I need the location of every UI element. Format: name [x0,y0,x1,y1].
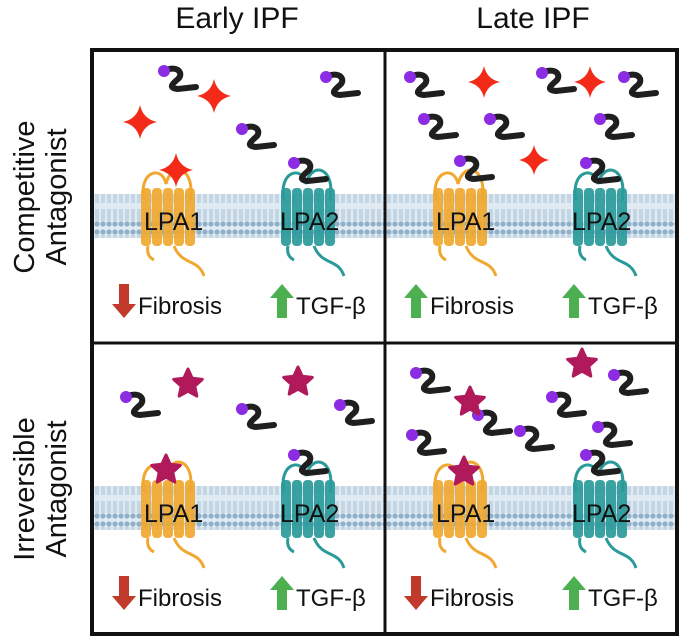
arrow-up-icon [270,284,294,318]
lpa1-receptor [141,168,206,277]
competitive-antagonist-icon [159,153,193,187]
lpa-ligand-icon [580,449,621,477]
competitive-antagonist-icon [197,79,231,113]
lpa2-label: LPA2 [572,208,631,236]
lpa1-label: LPA1 [436,500,495,528]
competitive-antagonist-icon [468,66,500,98]
lpa-ligand-icon [236,403,277,431]
cell-membrane [386,194,676,238]
lpa-ligand-icon [404,71,445,99]
lpa-ligand-icon [334,399,375,427]
tgf-beta-label: TGF-β [296,585,366,612]
irreversible-antagonist-icon [448,455,480,486]
arrow-up-icon [270,576,294,610]
lpa-ligand-icon [158,65,199,93]
lpa-ligand-icon [608,369,649,397]
lpa2-receptor [281,460,346,569]
arrow-up-icon [562,284,586,318]
lpa-ligand-icon [406,429,447,457]
competitive-antagonist-icon [574,66,606,98]
lpa-ligand-icon [592,421,633,449]
lpa2-receptor [573,460,638,569]
arrow-down-icon [404,576,428,610]
lpa-ligand-icon [410,367,451,395]
irreversible-antagonist-icon [172,367,204,398]
lpa-ligand-icon [580,157,621,185]
lpa-ligand-icon [594,113,635,141]
column-header-late: Late IPF [476,2,590,35]
lpa1-receptor [433,460,498,569]
lpa1-receptor [141,460,206,569]
lpa-ligand-icon [120,391,161,419]
tgf-beta-label: TGF-β [296,293,366,320]
lpa-ligand-icon [288,157,329,185]
lpa1-label: LPA1 [436,208,495,236]
arrow-down-icon [112,284,136,318]
lpa-ligand-icon [546,391,587,419]
irreversible-antagonist-icon [150,453,182,484]
irreversible-antagonist-icon [454,385,486,416]
lpa-ligand-icon [618,71,659,99]
irreversible-antagonist-icon [282,365,314,396]
lpa-ligand-icon [320,71,361,99]
cell-membrane [94,194,384,238]
fibrosis-label: Fibrosis [430,585,514,612]
column-header-early: Early IPF [175,2,299,35]
fibrosis-label: Fibrosis [138,293,222,320]
irreversible-antagonist-icon [566,347,598,378]
lpa-ligand-icon [536,67,577,95]
tgf-beta-label: TGF-β [588,293,658,320]
fibrosis-label: Fibrosis [138,585,222,612]
lpa2-receptor [573,168,638,277]
arrow-up-icon [562,576,586,610]
cell-membrane [94,486,384,530]
competitive-antagonist-icon [123,105,157,139]
competitive-antagonist-icon [519,145,549,175]
lpa2-label: LPA2 [572,500,631,528]
lpa-ligand-icon [454,155,495,183]
panel-grid [90,48,679,636]
arrow-down-icon [112,576,136,610]
fibrosis-label: Fibrosis [430,293,514,320]
lpa2-label: LPA2 [280,208,339,236]
tgf-beta-label: TGF-β [588,585,658,612]
lpa-ligand-icon [236,123,277,151]
lpa-ligand-icon [514,425,555,453]
lpa1-label: LPA1 [144,208,203,236]
lpa2-label: LPA2 [280,500,339,528]
lpa1-label: LPA1 [144,500,203,528]
lpa-ligand-icon [418,113,459,141]
lpa-ligand-icon [484,113,525,141]
arrow-up-icon [404,284,428,318]
cell-membrane [386,486,676,530]
lpa-ligand-icon [288,449,329,477]
